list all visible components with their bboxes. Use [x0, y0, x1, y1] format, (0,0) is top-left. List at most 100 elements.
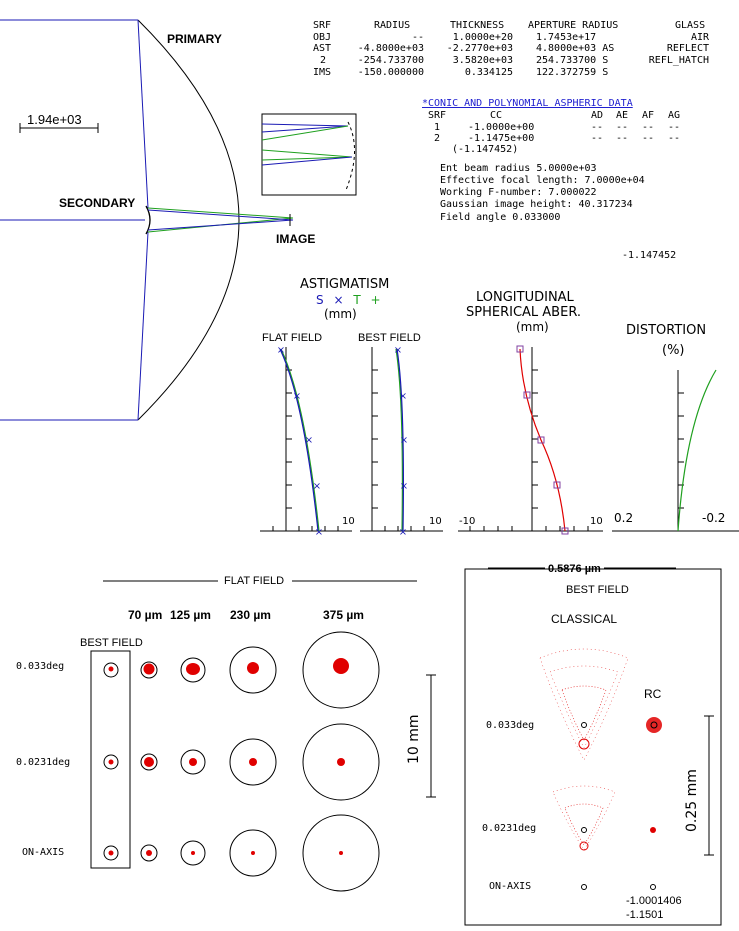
svg-text:(%): (%) — [662, 343, 685, 358]
svg-text:RC: RC — [644, 687, 662, 701]
svg-text:THICKNESS: THICKNESS — [450, 20, 504, 31]
svg-text:--: -- — [591, 122, 603, 133]
svg-text:×: × — [400, 481, 408, 492]
svg-text:--: -- — [668, 122, 680, 133]
conic-title[interactable]: *CONIC AND POLYNOMIAL ASPHERIC DATA — [422, 98, 633, 109]
svg-text:×: × — [394, 345, 402, 356]
svg-text:0.0231deg: 0.0231deg — [482, 823, 536, 834]
svg-text:REFL_HATCH: REFL_HATCH — [649, 55, 709, 66]
svg-text:GLASS: GLASS — [675, 20, 705, 31]
secondary-label: SECONDARY — [59, 196, 135, 210]
svg-text:-1.0000e+00: -1.0000e+00 — [468, 122, 534, 133]
ray-to-image-1 — [147, 207, 294, 219]
svg-text:0.25 mm: 0.25 mm — [684, 769, 700, 832]
secondary-mirror — [145, 205, 151, 235]
primary-label: PRIMARY — [167, 32, 222, 46]
svg-text:375 µm: 375 µm — [323, 608, 364, 622]
svg-text:10 mm: 10 mm — [406, 714, 422, 764]
svg-text:Field angle 0.033000: Field angle 0.033000 — [440, 212, 560, 223]
svg-text:Effective focal length: 7.000: Effective focal length: 7.0000e+04 — [440, 175, 645, 186]
svg-text:(mm): (mm) — [516, 320, 549, 334]
spherical-aberration-plot: LONGITUDINAL SPHERICAL ABER. (mm) -10 10 — [458, 290, 603, 535]
svg-text:--: -- — [616, 122, 628, 133]
svg-text:×: × — [399, 391, 407, 402]
ray-bottom-to-secondary — [137, 231, 149, 421]
svg-text:125 µm: 125 µm — [170, 608, 211, 622]
svg-text:FLAT FIELD: FLAT FIELD — [224, 575, 284, 587]
svg-text:×: × — [313, 481, 321, 492]
layout-diagram: 1.94e+03 PRIMARY SECONDARY IMAGE — [0, 19, 357, 421]
svg-text:Ent beam radius 5.0000e+03: Ent beam radius 5.0000e+03 — [440, 163, 597, 174]
svg-text:AF: AF — [642, 110, 654, 121]
svg-text:0.334125: 0.334125 — [465, 67, 513, 78]
svg-text:ON-AXIS: ON-AXIS — [22, 847, 64, 858]
svg-text:AST: AST — [313, 43, 331, 54]
ray-top-to-secondary — [137, 19, 149, 209]
svg-text:BEST FIELD: BEST FIELD — [566, 584, 629, 596]
svg-text:(mm): (mm) — [324, 307, 357, 321]
svg-text:-1.1501: -1.1501 — [626, 909, 663, 921]
svg-text:SRF: SRF — [313, 20, 331, 31]
svg-text:ON-AXIS: ON-AXIS — [489, 881, 531, 892]
svg-text:×: × — [399, 527, 407, 538]
svg-text:REFLECT: REFLECT — [667, 43, 709, 54]
svg-text:FLAT FIELD: FLAT FIELD — [262, 332, 322, 344]
svg-text:1: 1 — [434, 122, 440, 133]
svg-text:APERTURE RADIUS: APERTURE RADIUS — [528, 20, 618, 31]
svg-text:×: × — [293, 391, 301, 402]
ray-to-image-4 — [147, 219, 294, 231]
svg-text:2: 2 — [434, 133, 440, 144]
svg-text:3.5820e+03: 3.5820e+03 — [453, 55, 513, 66]
svg-text:AD: AD — [591, 110, 603, 121]
svg-text:(-1.147452): (-1.147452) — [452, 144, 518, 155]
svg-text:SRF: SRF — [428, 110, 446, 121]
surface-table: SRF RADIUS THICKNESS APERTURE RADIUS GLA… — [313, 20, 710, 78]
svg-text:10: 10 — [590, 516, 603, 527]
svg-text:×: × — [277, 345, 285, 356]
svg-text:122.372759 S: 122.372759 S — [536, 67, 608, 78]
svg-text:70 µm: 70 µm — [128, 608, 162, 622]
svg-text:Gaussian image height: 40.: Gaussian image height: 40.317234 — [440, 199, 633, 210]
svg-text:230 µm: 230 µm — [230, 608, 271, 622]
svg-text:10: 10 — [342, 516, 355, 527]
svg-text:--: -- — [616, 133, 628, 144]
detail-inset — [261, 113, 357, 196]
svg-text:SPHERICAL ABER.: SPHERICAL ABER. — [466, 305, 581, 320]
svg-text:-4.8000e+03: -4.8000e+03 — [358, 43, 424, 54]
ray-to-image-3 — [147, 209, 294, 221]
svg-text:BEST FIELD: BEST FIELD — [358, 332, 421, 344]
svg-text:OBJ: OBJ — [313, 32, 331, 43]
svg-text:--: -- — [642, 133, 654, 144]
svg-text:S × T +: S × T + — [316, 293, 381, 307]
svg-text:0.2: 0.2 — [614, 511, 633, 525]
svg-text:-10: -10 — [459, 516, 475, 527]
distortion-plot: DISTORTION (%) 0.2 -0.2 — [612, 323, 739, 532]
svg-text:--: -- — [412, 32, 424, 43]
svg-text:--: -- — [668, 133, 680, 144]
svg-text:AE: AE — [616, 110, 628, 121]
svg-text:0.033deg: 0.033deg — [16, 661, 64, 672]
astigmatism-plot: ASTIGMATISM S × T + (mm) FLAT FIELD BEST… — [260, 277, 443, 538]
svg-text:IMS: IMS — [313, 67, 331, 78]
svg-text:-254.733700: -254.733700 — [358, 55, 424, 66]
svg-text:DISTORTION: DISTORTION — [626, 323, 706, 338]
svg-text:-1.0001406: -1.0001406 — [626, 895, 682, 907]
svg-text:254.733700 S: 254.733700 S — [536, 55, 608, 66]
svg-text:--: -- — [591, 133, 603, 144]
conic-table: *CONIC AND POLYNOMIAL ASPHERIC DATA SRF … — [422, 98, 680, 261]
svg-text:-150.000000: -150.000000 — [358, 67, 424, 78]
svg-text:CC: CC — [490, 110, 502, 121]
svg-text:-1.1475e+00: -1.1475e+00 — [468, 133, 534, 144]
image-label: IMAGE — [276, 232, 315, 246]
svg-text:-0.2: -0.2 — [702, 511, 725, 525]
inset-rays — [261, 121, 356, 191]
svg-text:1.7453e+17: 1.7453e+17 — [536, 32, 596, 43]
svg-text:Working F-number: 7.: Working F-number: 7.000022 — [440, 187, 597, 198]
scale-label: 1.94e+03 — [27, 112, 82, 127]
svg-text:RADIUS: RADIUS — [374, 20, 410, 31]
svg-text:×: × — [400, 435, 408, 446]
classical-spots-panel: 0.5876 µm BEST FIELD CLASSICAL RC 0.033d… — [464, 563, 722, 926]
svg-text:AIR: AIR — [691, 32, 710, 43]
svg-text:CLASSICAL: CLASSICAL — [551, 612, 617, 626]
